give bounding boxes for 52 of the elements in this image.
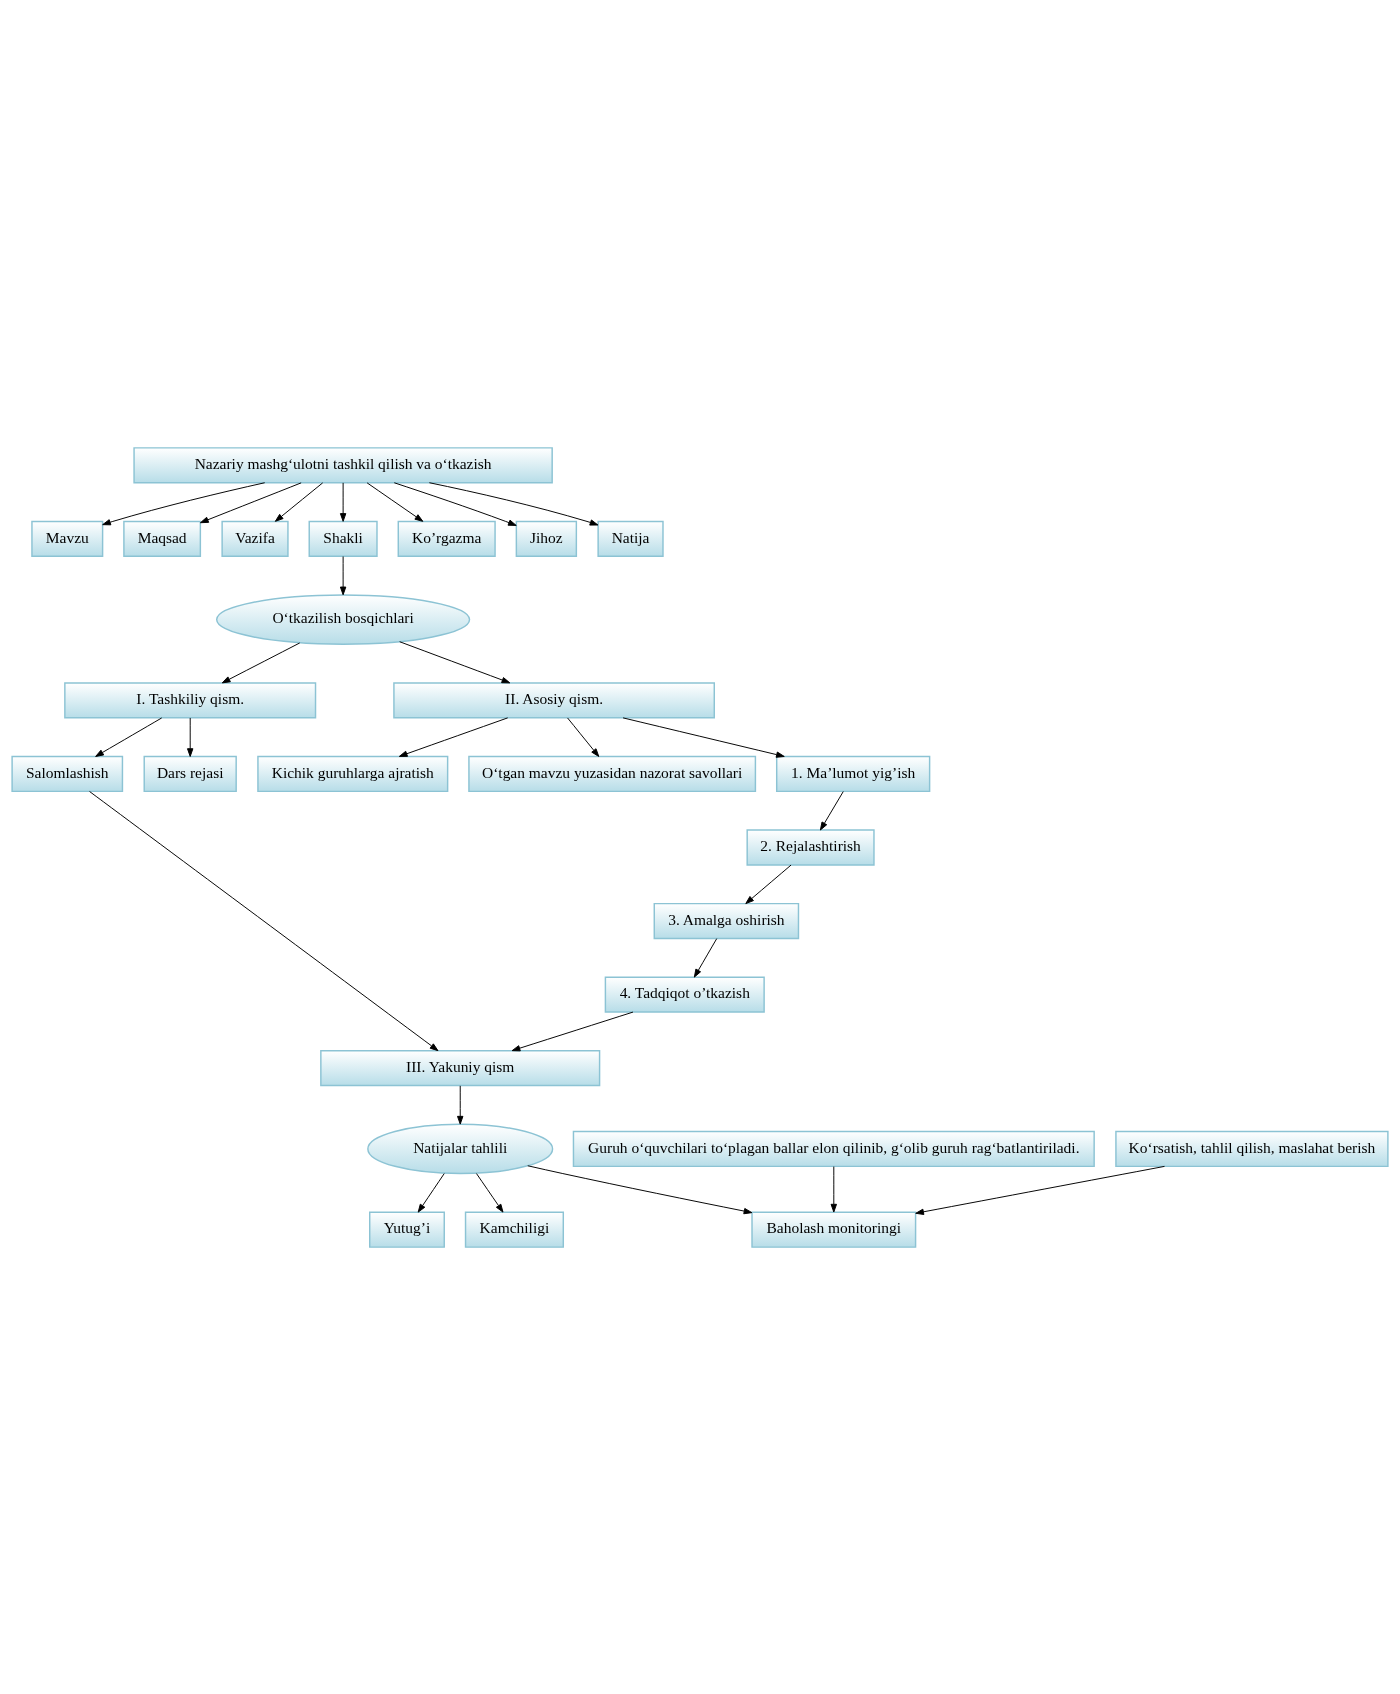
- node-box: Nazariy mashg‘ulotni tashkil qilish va o‘tkazish: [133, 446, 553, 483]
- node-box: Kamchiligi: [464, 1211, 564, 1248]
- node-box: Vazifa: [221, 520, 289, 557]
- node-box: 1. Ma’lumot yig’ish: [775, 755, 931, 792]
- node-box: Baholash monitoringi: [751, 1211, 917, 1248]
- arrow: [221, 642, 301, 683]
- node-box: III. Yakuniy qism: [320, 1049, 601, 1086]
- arrow: [511, 1011, 634, 1051]
- node-box: II. Asosiy qism.: [393, 681, 715, 719]
- node-box: Maqsad: [123, 520, 202, 557]
- arrow: [339, 555, 347, 595]
- arrow: [102, 481, 266, 525]
- node-ellipse: O‘tkazilish bosqichlari: [215, 593, 471, 645]
- arrow: [693, 937, 718, 978]
- node-box: Mavzu: [31, 520, 104, 557]
- arrow: [366, 481, 424, 522]
- arrow: [274, 481, 324, 522]
- arrow: [622, 716, 785, 758]
- arrow: [830, 1165, 837, 1213]
- node-box: Ko’rgazma: [397, 520, 496, 557]
- arrow: [527, 1164, 753, 1214]
- arrow: [417, 1172, 445, 1213]
- arrow: [428, 481, 599, 526]
- arrow: [745, 864, 792, 904]
- arrow: [393, 481, 517, 526]
- node-box: O‘tgan mavzu yuzasidan nazorat savollari: [468, 755, 757, 792]
- node-box: Yutug’i: [369, 1211, 445, 1248]
- node-box: Shakli: [308, 520, 378, 557]
- node-box: Kichik guruhlarga ajratish: [257, 755, 449, 792]
- arrow: [187, 716, 194, 757]
- node-box: 3. Amalga oshirish: [653, 902, 800, 939]
- node-box: Ko‘rsatish, tahlil qilish, maslahat berish: [1115, 1130, 1389, 1167]
- arrow: [95, 716, 163, 757]
- node-box: Salomlashish: [11, 755, 124, 792]
- arrow: [398, 716, 509, 757]
- arrow: [339, 481, 347, 522]
- node-ellipse: Natijalar tahlili: [367, 1123, 554, 1174]
- node-box: 4. Tadqiqot o’tkazish: [604, 975, 765, 1013]
- arrow: [915, 1165, 1165, 1215]
- node-box: I. Tashkiliy qism.: [64, 681, 317, 719]
- node-box: 2. Rejalashtirish: [746, 828, 875, 866]
- arrow: [457, 1084, 464, 1125]
- node-box: Jihoz: [515, 520, 578, 557]
- arrow: [200, 481, 302, 523]
- arrow: [476, 1172, 504, 1213]
- node-box: Natija: [597, 520, 664, 557]
- node-box: Guruh o‘quvchilari to‘plagan ballar elon qilinib, g‘olib guruh rag‘batlantiriladi.: [572, 1130, 1095, 1167]
- arrow: [567, 716, 600, 757]
- arrow: [819, 790, 844, 830]
- arrow: [399, 640, 511, 683]
- node-box: Dars rejasi: [143, 755, 237, 792]
- arrow: [89, 790, 439, 1051]
